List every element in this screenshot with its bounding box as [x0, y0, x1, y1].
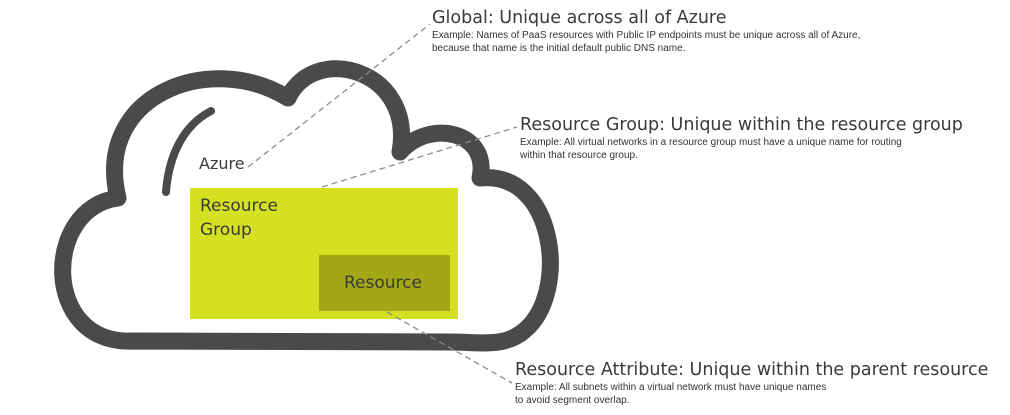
callout-resource-attribute: Resource Attribute: Unique within the pa… — [515, 359, 988, 407]
callout-resource-attribute-description: Example: All subnets within a virtual ne… — [515, 382, 827, 406]
callout-global-description: Example: Names of PaaS resources with Pu… — [432, 30, 861, 54]
connector-resource-group — [321, 126, 518, 188]
callout-global-title: Global: Unique across all of Azure — [432, 8, 727, 28]
resource-group-scope-label: Resource Group — [200, 196, 278, 240]
connector-global — [247, 23, 431, 168]
callout-resource-group-title: Resource Group: Unique within the resour… — [520, 115, 963, 135]
callout-resource-group-description: Example: All virtual networks in a resou… — [520, 137, 902, 161]
cloud-highlight-arc — [162, 107, 215, 196]
azure-scope-label: Azure — [199, 154, 245, 173]
callout-resource-group: Resource Group: Unique within the resour… — [520, 114, 963, 162]
connector-resource-attribute — [386, 311, 513, 384]
azure-cloud-shape — [54, 60, 559, 352]
resource-box — [319, 255, 450, 311]
resource-scope-label: Resource — [344, 273, 422, 293]
callout-global: Global: Unique across all of Azure Examp… — [432, 7, 860, 55]
callout-resource-attribute-title: Resource Attribute: Unique within the pa… — [515, 360, 989, 380]
